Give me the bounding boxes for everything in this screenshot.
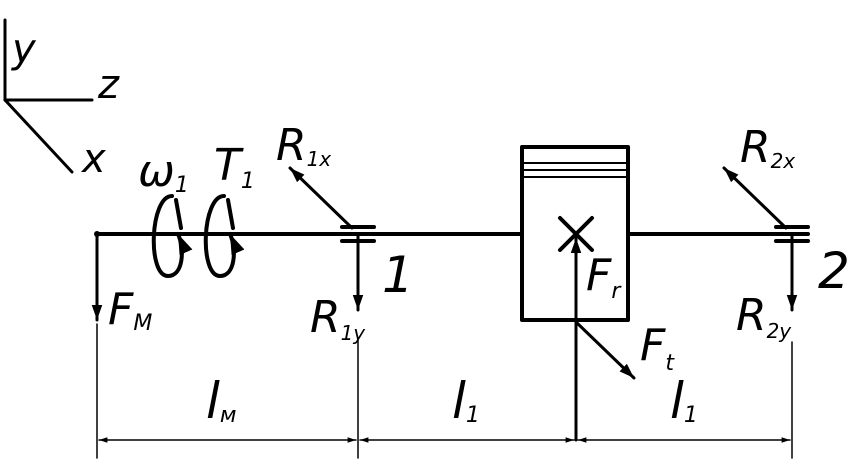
torque-subscript: 1 xyxy=(241,169,255,194)
extension-lines xyxy=(96,323,793,459)
fr-label: Fr xyxy=(586,250,622,304)
r2x-arrow xyxy=(722,166,788,230)
omega-rotation-stroke xyxy=(174,198,183,230)
torque-rotation-icon xyxy=(203,194,245,278)
omega-label: ω1 xyxy=(138,146,189,198)
force-arrows xyxy=(91,166,798,442)
coordinate-axes: y z x xyxy=(3,18,120,182)
ft-arrow xyxy=(574,320,636,380)
dim-l1b-label: l1 xyxy=(670,372,698,430)
rotation-symbols: ω1 T1 xyxy=(138,140,255,278)
bearing-1: 1 xyxy=(340,225,414,304)
r2x-label: R2x xyxy=(740,122,795,173)
axial-force-cross-b xyxy=(558,216,594,252)
torque-rotation-stroke xyxy=(226,198,235,230)
r1y-label: R1y xyxy=(310,292,366,345)
omega-rotation-icon xyxy=(151,194,193,278)
x-axis-label: x xyxy=(80,136,106,182)
r1x-arrow xyxy=(288,166,354,230)
torque-label: T1 xyxy=(214,140,255,194)
fm-label: FM xyxy=(108,284,152,336)
z-axis-label: z xyxy=(97,62,120,108)
force-labels: FM R1x R1y R2x R2y Fr Ft xyxy=(108,120,795,376)
r1x-label: R1x xyxy=(276,120,331,171)
bearing-2: 2 xyxy=(774,225,850,300)
bearing-1-label: 1 xyxy=(382,246,414,304)
omega-subscript: 1 xyxy=(175,173,189,198)
dim-lm-label: lм xyxy=(206,372,237,430)
dimension-lines: lм l1 l1 xyxy=(98,372,791,443)
r2y-label: R2y xyxy=(736,290,792,343)
x-axis-line xyxy=(3,98,74,174)
y-axis-label: y xyxy=(11,26,37,72)
dim-l1a-label: l1 xyxy=(452,372,480,430)
bearing-2-label: 2 xyxy=(818,242,850,300)
ft-label: Ft xyxy=(640,320,675,376)
